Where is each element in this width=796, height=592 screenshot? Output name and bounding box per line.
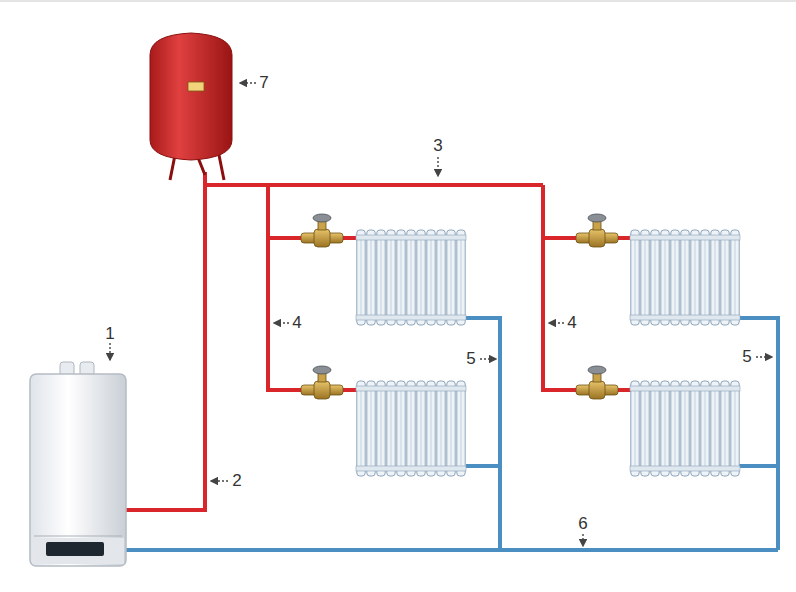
return-pipes bbox=[125, 318, 778, 550]
radiator bbox=[356, 381, 466, 476]
radiator-valve bbox=[576, 214, 618, 247]
callout-number: 5 bbox=[464, 350, 477, 368]
callout-number: 4 bbox=[565, 314, 578, 332]
callout-number: 2 bbox=[230, 472, 243, 490]
radiator-valve bbox=[301, 366, 343, 399]
frame-line bbox=[0, 0, 796, 2]
expansion-tank bbox=[150, 33, 232, 180]
callout-number: 7 bbox=[257, 74, 270, 92]
radiator-valve bbox=[576, 366, 618, 399]
radiator bbox=[630, 230, 740, 325]
valves bbox=[301, 214, 618, 399]
callout-number: 4 bbox=[290, 314, 303, 332]
radiators bbox=[356, 230, 740, 476]
leader-arrows bbox=[110, 83, 772, 546]
radiator bbox=[630, 381, 740, 476]
callout-number: 5 bbox=[740, 348, 753, 366]
supply-pipes bbox=[125, 172, 632, 510]
callout-number: 1 bbox=[103, 325, 116, 343]
radiator bbox=[356, 230, 466, 325]
boiler bbox=[30, 362, 126, 566]
radiator-valve bbox=[301, 214, 343, 247]
callout-number: 6 bbox=[576, 515, 589, 533]
callout-number: 3 bbox=[431, 137, 444, 155]
